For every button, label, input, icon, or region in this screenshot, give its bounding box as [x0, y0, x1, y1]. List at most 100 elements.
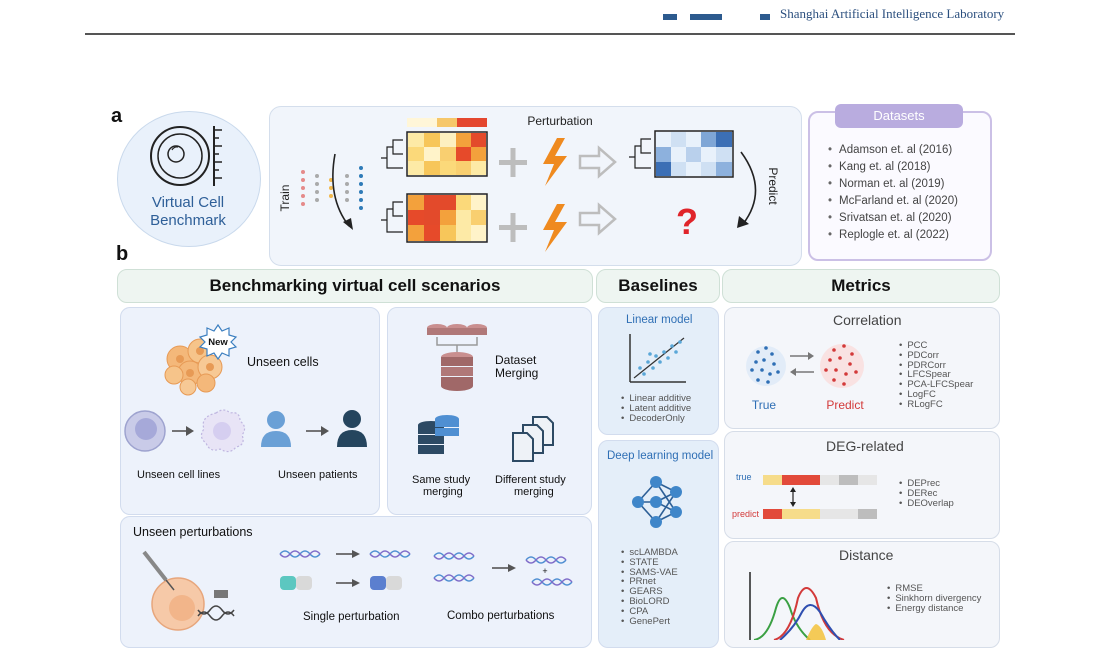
correlation-item: LogFC	[899, 390, 973, 400]
cell-line-icon	[124, 410, 166, 452]
dataset-merging-illustration: Dataset Merging Same study merging Diffe…	[412, 324, 566, 498]
dataset-item: Replogle et. al (2022)	[828, 227, 958, 244]
distribution-overlap	[806, 624, 826, 640]
distance-illustration	[749, 572, 845, 640]
altered-cell-icon	[200, 409, 246, 453]
train-arrow-icon	[332, 153, 350, 227]
unseen-perturbations-title: Unseen perturbations	[133, 525, 253, 539]
dna-icon	[279, 550, 573, 586]
linear-model-item: Linear additive	[621, 394, 691, 404]
train-label: Train	[278, 185, 292, 212]
header-logo-mark	[690, 14, 722, 20]
cell-ruler-icon	[150, 126, 222, 186]
distribution-green	[753, 597, 811, 640]
unseen-cell-lines-label: Unseen cell lines	[137, 469, 221, 481]
deg-predict-label: predict	[732, 509, 760, 519]
arrow-right-icon	[578, 202, 617, 236]
correlation-item: PCC	[899, 341, 973, 351]
correlation-illustration: True Predict	[746, 344, 864, 412]
heatmap-top	[381, 118, 488, 177]
deep-model-item: CPA	[621, 606, 678, 617]
unknown-prediction-mark: ?	[676, 201, 698, 242]
predict-cloud	[820, 344, 864, 388]
deep-learning-list: scLAMBDA STATE SAMS-VAE PRnet GEARS BioL…	[621, 548, 678, 626]
logo-title: Virtual Cell Benchmark	[150, 194, 226, 229]
dataset-item: Norman et. al (2019)	[828, 176, 958, 193]
dataset-item: Srivatsan et. al (2020)	[828, 210, 958, 227]
deep-model-item: STATE	[621, 557, 678, 568]
deep-model-item: PRnet	[621, 577, 678, 587]
predict-arrow-icon	[740, 151, 757, 225]
deep-model-item: BioLORD	[621, 597, 678, 607]
database-merge-icon	[427, 324, 487, 391]
deg-title: DEG-related	[826, 438, 904, 454]
lightning-icon	[543, 204, 567, 252]
linear-model-item: Latent additive	[621, 403, 691, 414]
combo-plus: +	[542, 566, 547, 576]
correlation-list: PCC PDCorr PDRCorr LFCSpear PCA-LFCSpear…	[899, 341, 973, 410]
metrics-header: Metrics	[722, 269, 1000, 303]
combo-perturbations-label: Combo perturbations	[447, 610, 555, 622]
same-study-database-icon	[418, 415, 459, 454]
drug-pill-icon	[280, 576, 402, 590]
deep-model-item: scLAMBDA	[621, 548, 678, 558]
dataset-merging-card	[387, 307, 592, 515]
true-cloud	[746, 346, 786, 386]
plus-icon	[499, 148, 527, 242]
deg-item: DERec	[899, 488, 954, 499]
true-label: True	[752, 398, 777, 412]
network-icon	[301, 166, 363, 210]
dataset-merging-title-1: Dataset	[495, 353, 537, 367]
dataset-item: Adamson et. al (2016)	[828, 142, 958, 159]
distance-item: Energy distance	[887, 603, 981, 614]
same-study-label-2: merging	[423, 486, 463, 498]
correlation-item: RLogFC	[899, 399, 973, 410]
perturbation-label: Perturbation	[527, 114, 592, 128]
correlation-title: Correlation	[833, 312, 902, 328]
cell-cluster-icon	[164, 338, 223, 396]
distance-list: RMSE Sinkhorn divergency Energy distance	[887, 584, 981, 613]
predict-label: Predict	[766, 167, 780, 205]
datasets-list: Adamson et. al (2016) Kang et. al (2018)…	[828, 142, 958, 244]
deg-predict-bar	[763, 509, 877, 519]
different-study-docs-icon	[512, 416, 554, 462]
correlation-item: PCA-LFCSpear	[899, 380, 973, 390]
unseen-cells-title: Unseen cells	[247, 355, 319, 369]
dataset-merging-title-2: Merging	[495, 366, 538, 380]
deg-list: DEPrec DERec DEOverlap	[899, 479, 954, 509]
patient-icon-dark	[337, 410, 367, 447]
different-study-label-1: Different study	[495, 474, 566, 486]
neural-network-icon	[632, 476, 682, 528]
single-perturbation-label: Single perturbation	[303, 611, 400, 623]
distance-title: Distance	[839, 547, 894, 563]
heatmap-predicted	[629, 130, 734, 178]
baselines-header: Baselines	[596, 269, 720, 303]
correlation-item: LFCSpear	[899, 370, 973, 380]
deg-item: DEOverlap	[899, 498, 953, 509]
header-divider	[85, 33, 1015, 35]
deep-model-item: SAMS-VAE	[621, 567, 678, 578]
same-study-label-1: Same study	[412, 474, 471, 486]
linear-model-item: DecoderOnly	[621, 413, 691, 424]
new-badge-icon	[198, 323, 238, 361]
header-org-text: Shanghai Artificial Intelligence Laborat…	[780, 6, 1005, 21]
panel-a-letter: a	[111, 105, 123, 127]
deep-learning-title: Deep learning model	[607, 450, 714, 462]
dataset-item: Kang et. al (2018)	[828, 159, 958, 176]
scatter-regression-icon	[629, 334, 686, 383]
predict-label-corr: Predict	[826, 398, 864, 412]
patient-icon-light	[261, 411, 291, 447]
correlation-item: PDRCorr	[899, 360, 973, 371]
distance-item: Sinkhorn divergency	[887, 593, 981, 604]
correlation-item: PDCorr	[899, 350, 973, 361]
distance-item: RMSE	[887, 584, 981, 594]
different-study-label-2: merging	[514, 486, 554, 498]
datasets-title: Datasets	[835, 104, 963, 128]
unseen-cells-card	[120, 307, 380, 515]
unseen-cells-illustration: New Unseen cells Unseen cell lines Unsee…	[124, 323, 367, 481]
deep-model-item: GEARS	[621, 587, 678, 597]
deg-true-label: true	[736, 472, 752, 482]
deg-illustration: true predict	[732, 472, 877, 519]
dataset-item: McFarland et. al (2020)	[828, 193, 958, 210]
deep-model-item: GenePert	[621, 616, 678, 627]
